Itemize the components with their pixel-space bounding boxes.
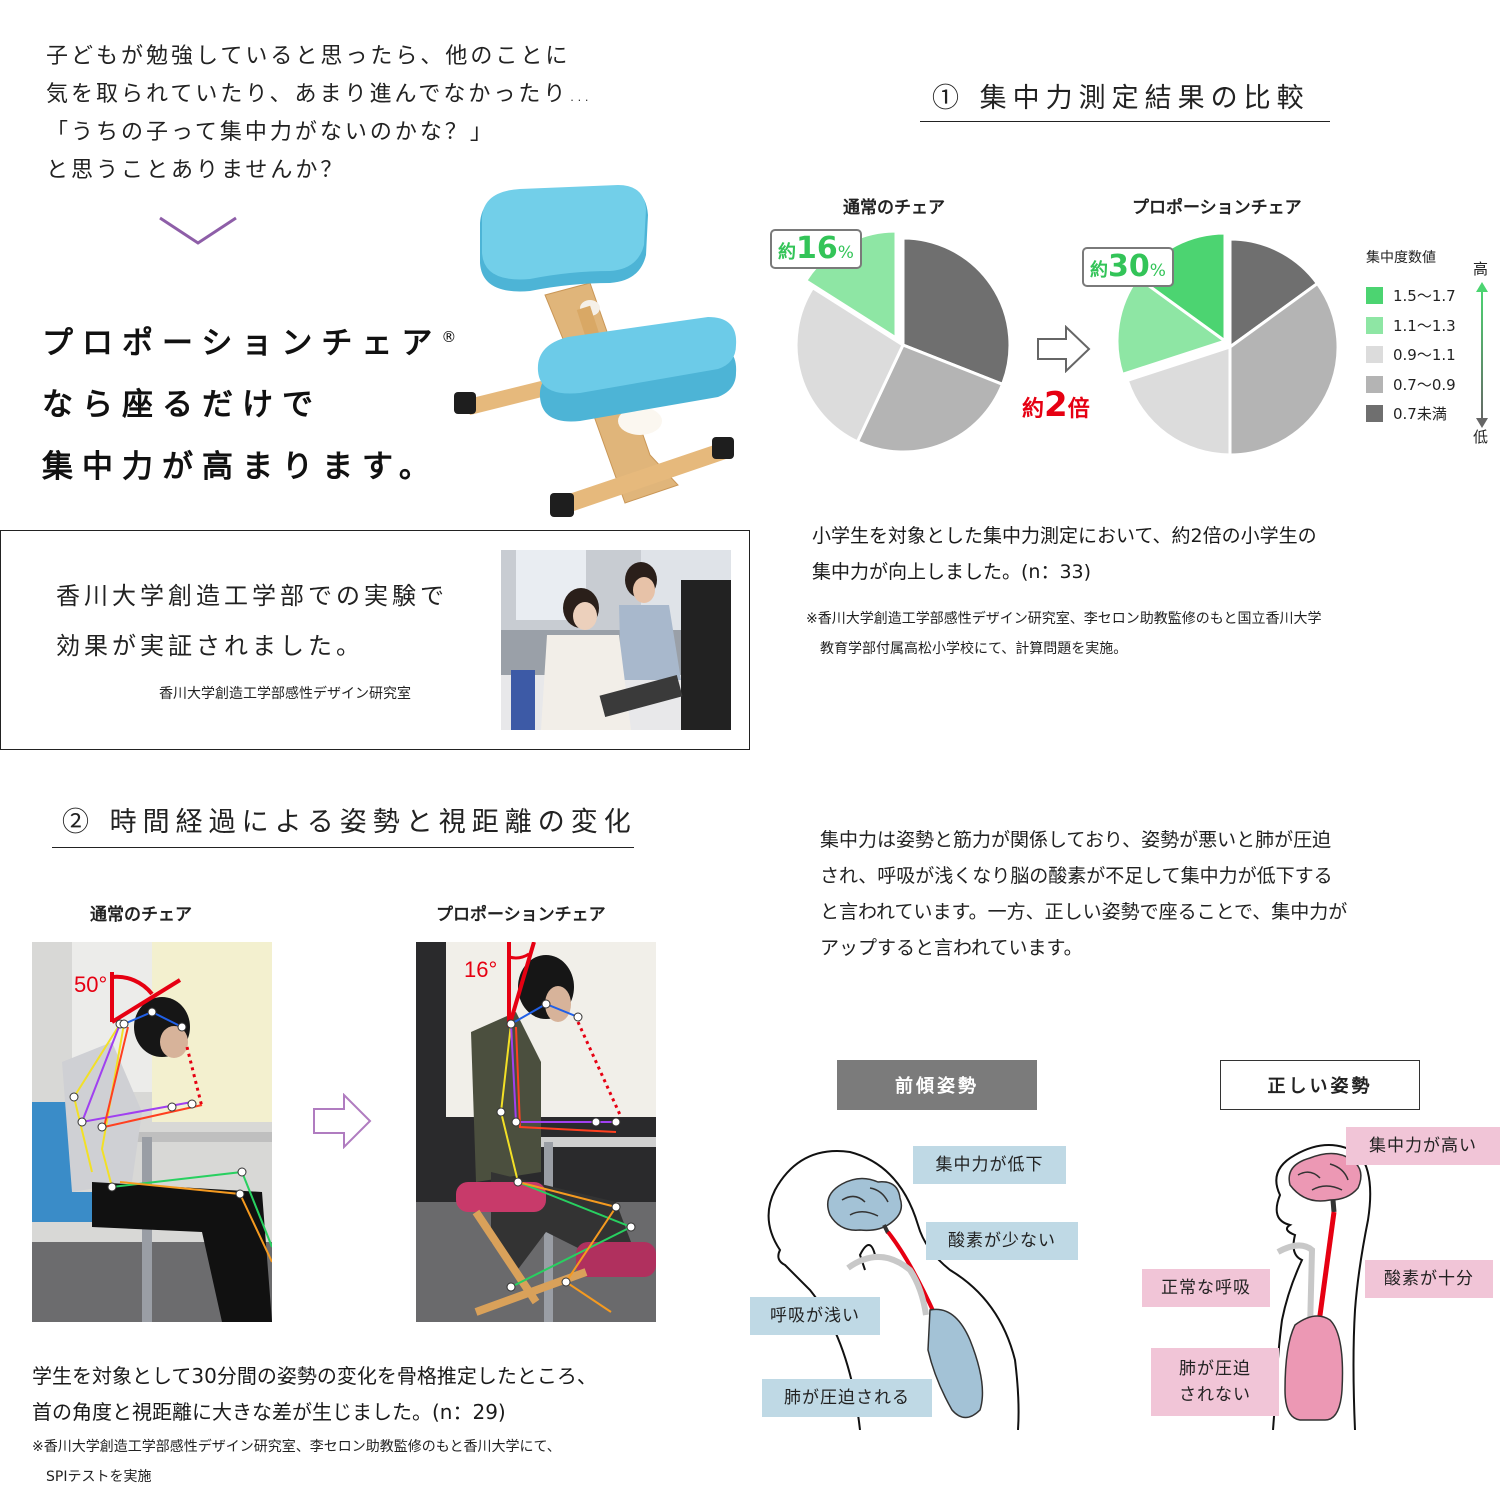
bad-posture-title: 前傾姿勢	[837, 1060, 1037, 1110]
note-line: 教育学部付属高松小学校にて、計算問題を実施。	[806, 641, 1128, 657]
callout-shallow-breath: 呼吸が浅い	[750, 1297, 880, 1335]
callout-focus-down: 集中力が低下	[913, 1146, 1066, 1184]
section2-title: ② 時間経過による姿勢と視距離の変化	[62, 807, 637, 838]
bad-posture-diagram	[767, 1150, 1020, 1430]
legend-item: 0.7〜0.9	[1366, 370, 1456, 400]
good-posture-title: 正しい姿勢	[1220, 1060, 1420, 1110]
intro-line: 「うちの子って集中力がないのかな？」	[46, 120, 495, 145]
experiment-photo	[501, 550, 731, 730]
legend-label: 0.7〜0.9	[1393, 375, 1456, 394]
legend-item: 1.1〜1.3	[1366, 311, 1456, 341]
callout-lung-not-compressed: 肺が圧迫 されない	[1151, 1348, 1279, 1416]
intro-line: と思うことありませんか？	[46, 158, 346, 183]
headline-line: プロポーションチェア	[42, 325, 442, 362]
posture-photo-proportion-chair: 16°	[416, 942, 656, 1322]
angle-label: 50°	[74, 972, 107, 997]
note-line: SPIテストを実施	[32, 1469, 152, 1485]
pct-badge-left: 約 16 %	[770, 229, 862, 269]
pct-badge-right: 約 30 %	[1082, 247, 1174, 287]
legend-label: 0.7未満	[1393, 405, 1447, 424]
photo-right-label: プロポーションチェア	[436, 905, 606, 925]
good-posture-diagram	[1272, 1144, 1372, 1430]
legend-swatch	[1366, 346, 1383, 364]
headline: プロポーションチェア® なら座るだけで 集中力が高まります。	[42, 306, 456, 498]
callout-enough-oxygen: 酸素が十分	[1365, 1260, 1493, 1298]
note-line: ※香川大学創造工学部感性デザイン研究室、李セロン助教監修のもと国立香川大学	[806, 611, 1322, 627]
arrow-right-icon	[313, 1093, 372, 1149]
legend-item: 0.9〜1.1	[1366, 340, 1456, 370]
body-line: 集中力が向上しました。(n：33)	[812, 561, 1092, 583]
intro-line: 気を取られていたり、あまり進んでなかったり…	[46, 82, 594, 107]
legend-swatch	[1366, 287, 1383, 305]
section1-footnote: ※香川大学創造工学部感性デザイン研究室、李セロン助教監修のもと国立香川大学 教育…	[806, 604, 1321, 664]
angle-label: 16°	[464, 957, 497, 982]
pie-left-label: 通常のチェア	[843, 198, 945, 218]
legend-swatch	[1366, 316, 1383, 334]
posture-photo-normal-chair: 50°	[32, 942, 272, 1322]
pct-prefix: 約	[1090, 260, 1109, 281]
ratio-value: 2	[1044, 385, 1068, 425]
callout-normal-breath: 正常な呼吸	[1142, 1269, 1270, 1307]
pct-value: 30	[1108, 249, 1150, 284]
pct-suffix: %	[837, 243, 854, 263]
kagawa-line: 香川大学創造工学部での実験で	[56, 582, 448, 610]
explain-line: 集中力は姿勢と筋力が関係しており、姿勢が悪いと肺が圧迫	[820, 829, 1332, 851]
intro-line: 子どもが勉強していると思ったら、他のことに	[46, 44, 571, 69]
chevron-down-icon	[159, 216, 237, 245]
pct-prefix: 約	[778, 242, 797, 263]
ratio-suffix: 倍	[1067, 397, 1090, 422]
scale-low-label: 低	[1473, 428, 1489, 446]
legend-swatch	[1366, 375, 1383, 393]
ratio-annotation: 約2倍	[1022, 385, 1090, 425]
legend-label: 1.1〜1.3	[1393, 316, 1456, 335]
section1-title: ① 集中力測定結果の比較	[932, 83, 1310, 114]
kagawa-line: 効果が実証されました。	[56, 632, 364, 660]
explain-line: され、呼吸が浅くなり脳の酸素が不足して集中力が低下する	[820, 865, 1333, 887]
pct-suffix: %	[1149, 261, 1166, 281]
callout-focus-high: 集中力が高い	[1346, 1127, 1500, 1165]
legend-swatch	[1366, 405, 1383, 423]
headline-line: 集中力が高まります。	[42, 449, 439, 486]
legend-item: 1.5〜1.7	[1366, 281, 1456, 311]
photo-left-label: 通常のチェア	[90, 905, 192, 925]
section2-footnote: ※香川大学創造工学部感性デザイン研究室、李セロン助教監修のもと香川大学にて、 S…	[32, 1432, 561, 1492]
legend-title: 集中度数値	[1366, 250, 1436, 266]
body-line: 首の角度と視距離に大きな差が生じました。(n：29)	[32, 1400, 506, 1424]
callout-line: されない	[1179, 1385, 1251, 1405]
gradient-arrow-icon	[1476, 282, 1488, 428]
kagawa-experiment-box: 香川大学創造工学部での実験で 効果が実証されました。 香川大学創造工学部感性デザ…	[0, 530, 750, 750]
explanation-text: 集中力は姿勢と筋力が関係しており、姿勢が悪いと肺が圧迫 され、呼吸が浅くなり脳の…	[820, 822, 1347, 966]
pie-right-label: プロポーションチェア	[1132, 198, 1302, 218]
legend-label: 0.9〜1.1	[1393, 346, 1456, 365]
high-low-scale: 高 低	[1470, 258, 1494, 448]
section2-underline	[52, 847, 634, 848]
callout-low-oxygen: 酸素が少ない	[926, 1222, 1078, 1260]
kagawa-credit: 香川大学創造工学部感性デザイン研究室	[159, 686, 411, 702]
body-line: 小学生を対象とした集中力測定において、約2倍の小学生の	[812, 525, 1317, 547]
kagawa-headline: 香川大学創造工学部での実験で 効果が実証されました。	[56, 571, 448, 671]
section2-body: 学生を対象として30分間の姿勢の変化を骨格推定したところ、 首の角度と視距離に大…	[32, 1358, 597, 1430]
ratio-prefix: 約	[1022, 397, 1045, 422]
section1-body: 小学生を対象とした集中力測定において、約2倍の小学生の 集中力が向上しました。(…	[812, 518, 1317, 590]
scale-high-label: 高	[1473, 260, 1489, 278]
registered-mark: ®	[441, 328, 457, 346]
legend-label: 1.5〜1.7	[1393, 287, 1456, 306]
intro-text: 子どもが勉強していると思ったら、他のことに 気を取られていたり、あまり進んでなか…	[46, 38, 593, 190]
legend-item: 0.7未満	[1366, 399, 1456, 429]
headline-line: なら座るだけで	[42, 387, 322, 424]
callout-line: 肺が圧迫	[1179, 1359, 1251, 1379]
section1-underline	[920, 121, 1330, 122]
proportion-chair-image	[454, 185, 737, 517]
explain-line: アップすると言われています。	[820, 937, 1083, 959]
explain-line: と言われています。一方、正しい姿勢で座ることで、集中力が	[820, 901, 1348, 923]
callout-lung-compressed: 肺が圧迫される	[762, 1379, 932, 1417]
arrow-right-icon	[1037, 325, 1091, 373]
note-line: ※香川大学創造工学部感性デザイン研究室、李セロン助教監修のもと香川大学にて、	[32, 1439, 561, 1455]
body-line: 学生を対象として30分間の姿勢の変化を骨格推定したところ、	[32, 1364, 597, 1388]
pct-value: 16	[796, 231, 838, 266]
chart-legend: 集中度数値 1.5〜1.7 1.1〜1.3 0.9〜1.1 0.7〜0.9 0.…	[1366, 247, 1456, 429]
